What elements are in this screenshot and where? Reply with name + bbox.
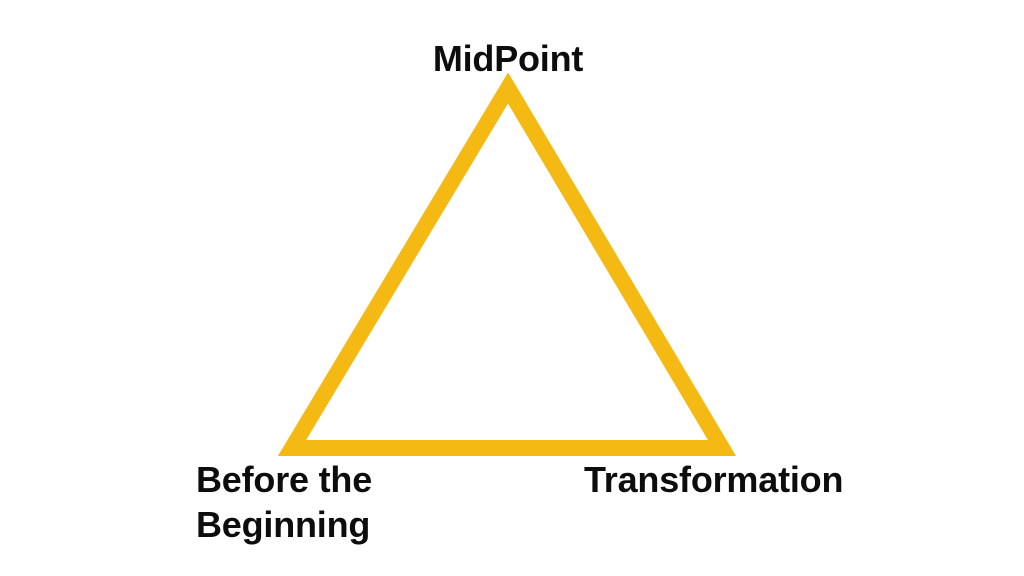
triangle-shape [277, 72, 737, 456]
apex-label-midpoint: MidPoint [432, 38, 584, 79]
bottom-right-label-transformation: Transformation [584, 459, 844, 500]
bottom-left-label-before-the-beginning: Before the Beginning [196, 459, 373, 545]
